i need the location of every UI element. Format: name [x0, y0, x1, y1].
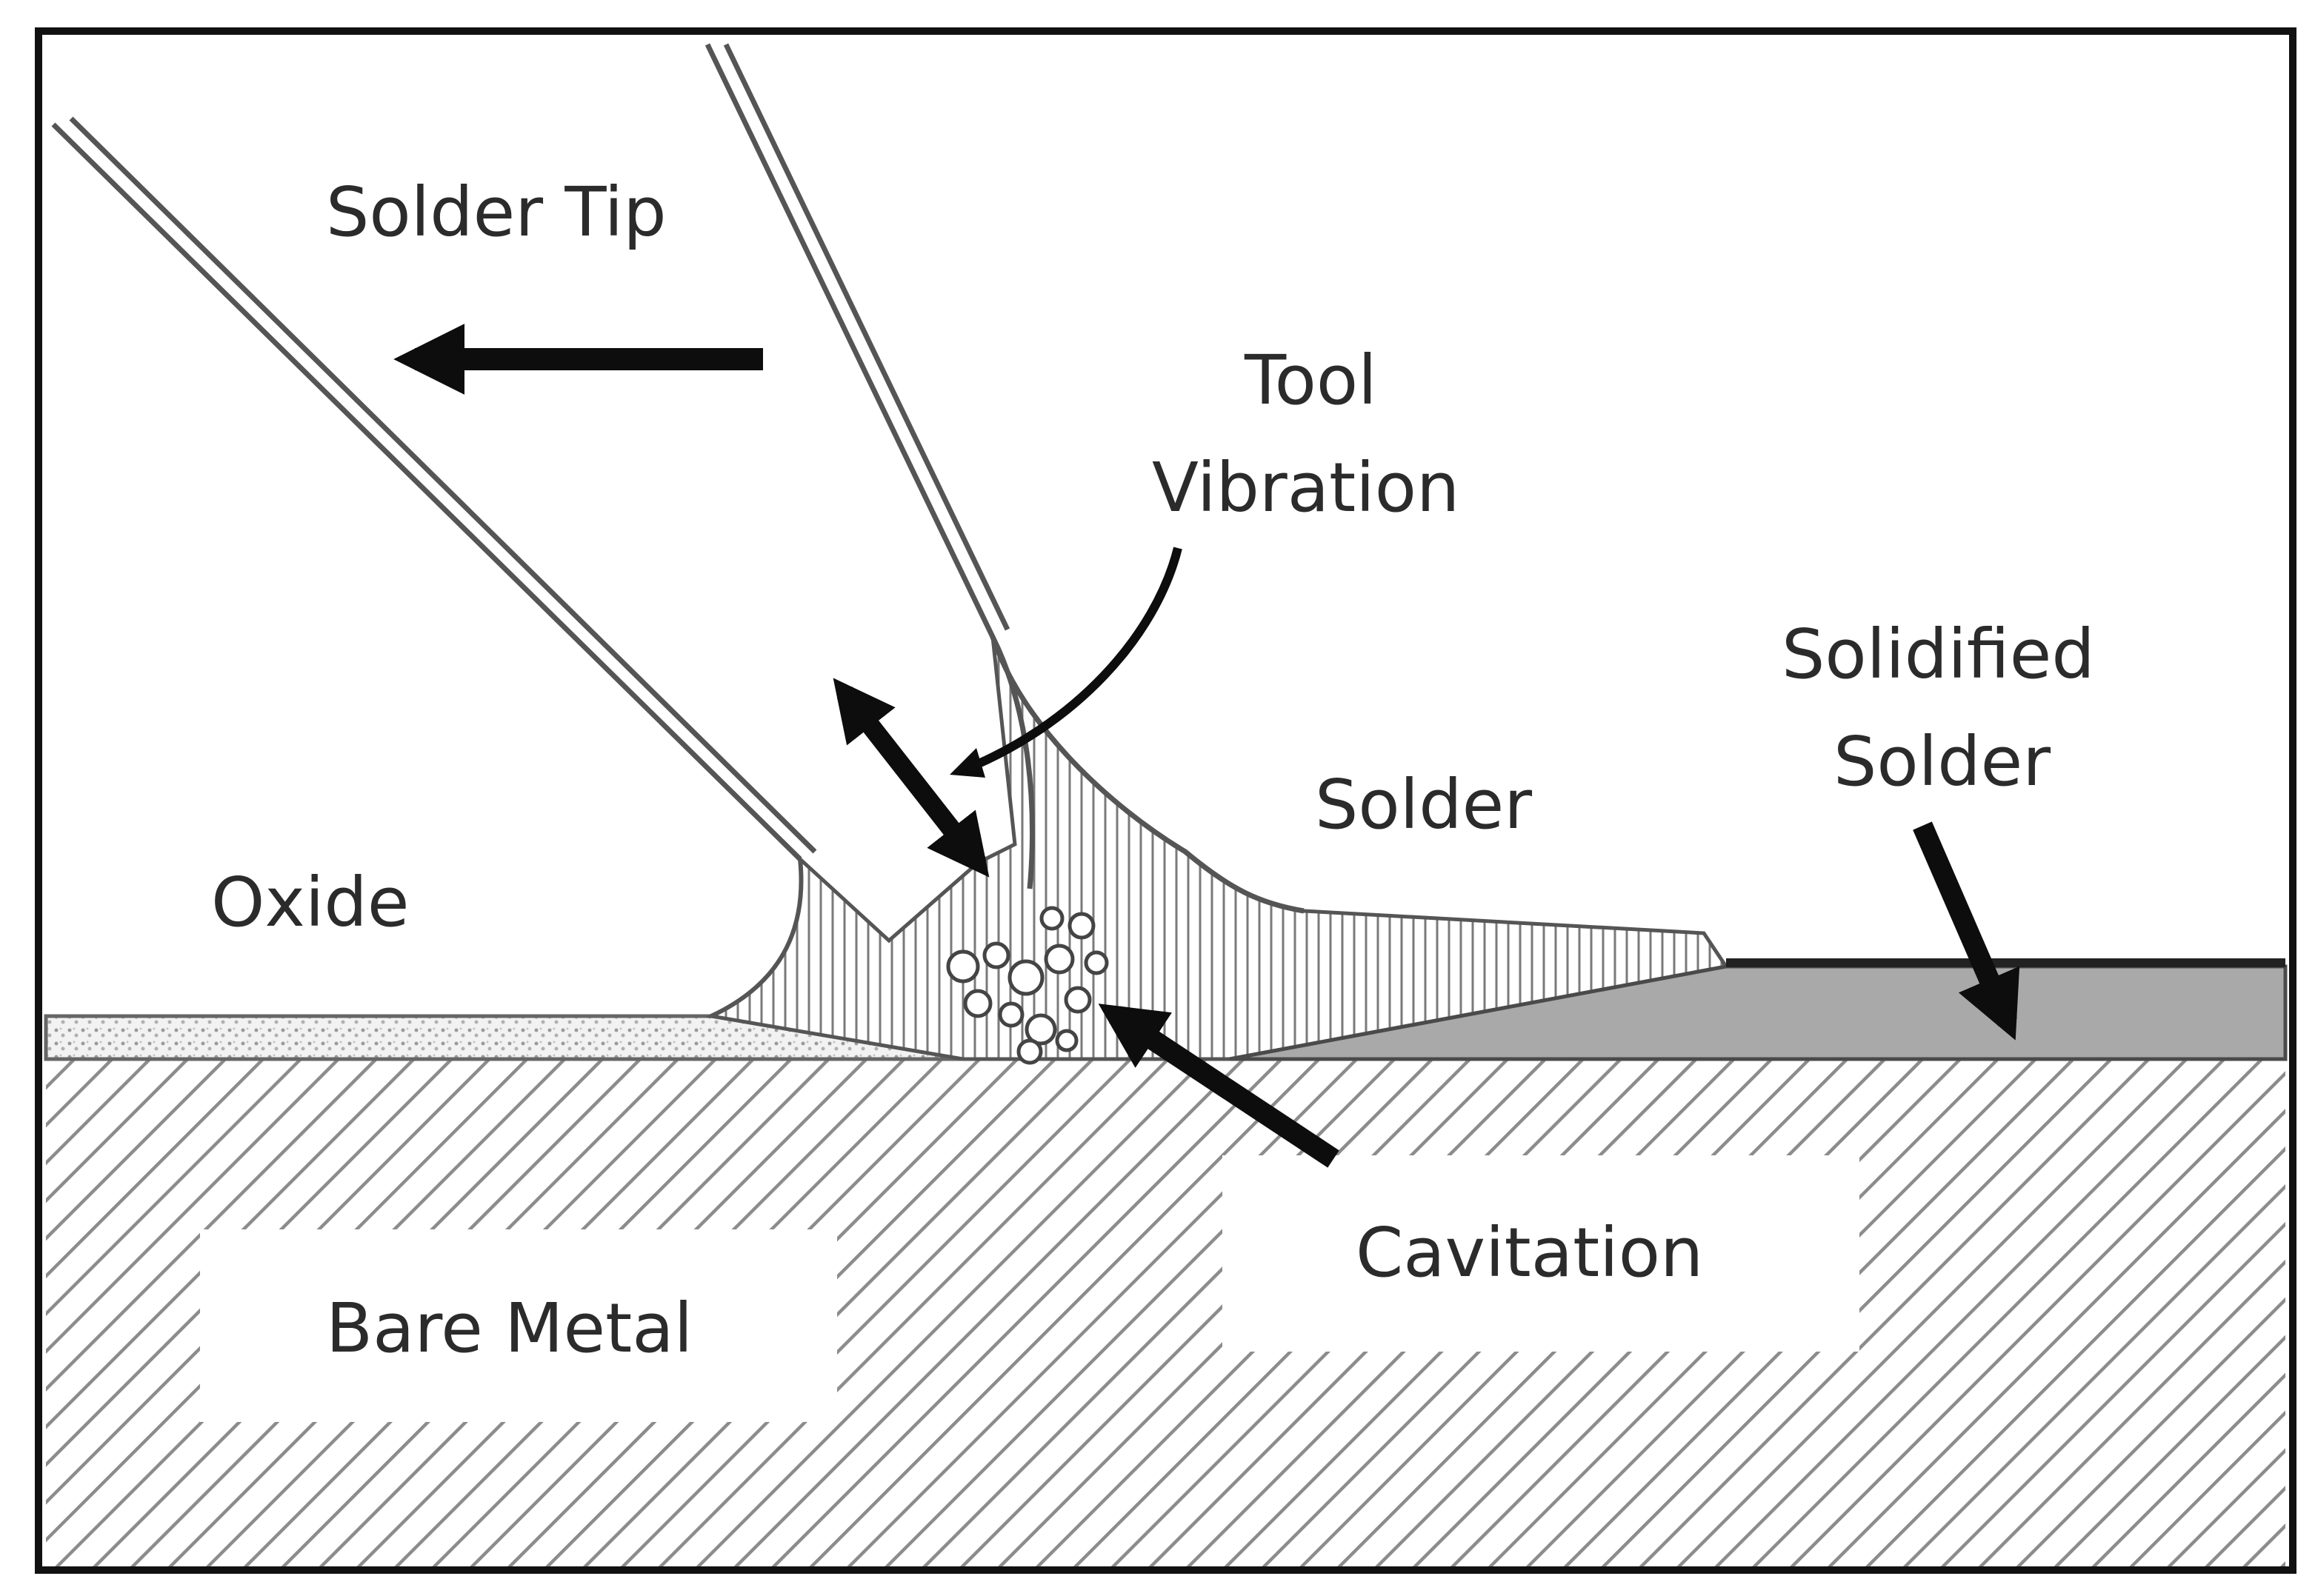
diagram-frame: [35, 27, 2296, 1574]
cavitation-label: Cavitation: [1356, 1213, 1703, 1292]
solidified-label-line2: Solder: [1833, 722, 2051, 801]
solder-tip-label: Solder Tip: [326, 173, 667, 252]
solidified-solder-arrow: [1913, 821, 2020, 1041]
cavitation-label-box: [1222, 1155, 1859, 1352]
tool-label: Tool: [1244, 341, 1377, 420]
vibration-double-arrow: [833, 678, 990, 878]
bare-metal-label: Bare Metal: [326, 1289, 693, 1368]
cavitation-arrow: [1098, 1004, 1339, 1168]
cavitation-bubbles-icon: [946, 906, 1109, 1065]
tool-vibration-pointer: [961, 547, 1182, 775]
solder-tip: [51, 43, 1305, 914]
solidified-label-line1: Solidified: [1782, 615, 2095, 694]
vibration-label: Vibration: [1152, 448, 1459, 527]
oxide-mound-outline: [710, 858, 804, 1018]
solder-label: Solder: [1315, 765, 1532, 844]
bare-metal-label-box: [200, 1229, 837, 1422]
oxide-label: Oxide: [211, 863, 409, 942]
